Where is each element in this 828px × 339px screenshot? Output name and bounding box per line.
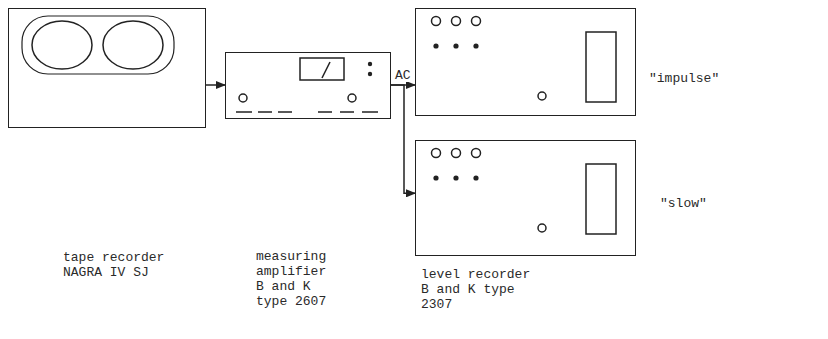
signal-arrow	[391, 85, 415, 193]
device-caption: measuring amplifier B and K type 2607	[256, 249, 338, 309]
tape-recorder-box: tape recorder NAGRA IV SJ	[8, 8, 206, 128]
signal-arrow	[206, 84, 225, 86]
level-recorder-box: "slow"level recorder B and K type 2307	[415, 140, 636, 256]
mode-label: "impulse"	[649, 71, 719, 86]
level-recorder-box: "impulse"	[415, 8, 636, 116]
signal-label: AC	[394, 69, 412, 82]
device-caption: tape recorder NAGRA IV SJ	[63, 250, 175, 280]
device-caption: level recorder B and K type 2307	[421, 267, 539, 312]
measuring-amplifier-box: measuring amplifier B and K type 2607	[225, 52, 391, 119]
mode-label: "slow"	[660, 196, 707, 211]
